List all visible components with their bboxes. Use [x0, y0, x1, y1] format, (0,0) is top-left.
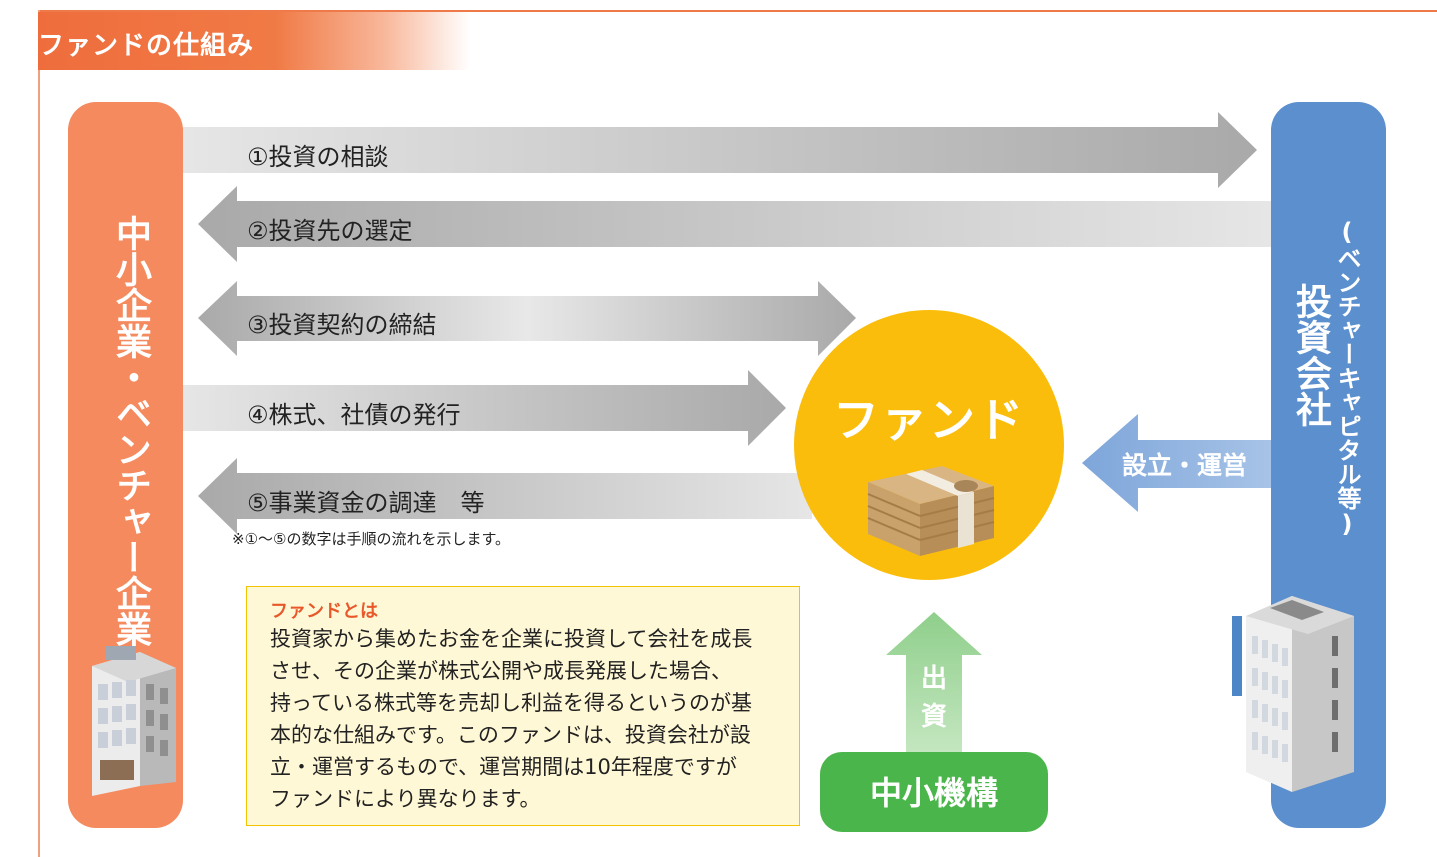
title-rule — [38, 10, 1437, 12]
fund-definition-heading: ファンドとは — [270, 601, 378, 622]
definition-line: 投資家から集めたお金を企業に投資して会社を成長 — [270, 627, 753, 651]
fund-definition-body: 投資家から集めたお金を企業に投資して会社を成長 させ、その企業が株式公開や成長発… — [270, 623, 800, 815]
investment-label: 出資 — [920, 664, 947, 732]
sme-building-icon — [92, 646, 176, 796]
vc-building-icon — [1232, 596, 1354, 792]
money-bundle-icon — [867, 466, 995, 556]
definition-line: させ、その企業が株式公開や成長発展した場合、 — [270, 659, 732, 683]
vc-label-main: 投資会社 — [1290, 283, 1331, 427]
definition-line: 持っている株式等を売却し利益を得るというのが基 — [270, 691, 752, 715]
setup-arrow — [1082, 414, 1271, 512]
definition-line: 立・運営するもので、運営期間は10年程度ですが — [270, 755, 737, 779]
sme-label: 中小企業・ベンチャー企業 — [110, 215, 151, 647]
investment-arrow — [886, 612, 982, 752]
arrow-label-4: ④株式、社債の発行 — [247, 401, 461, 429]
page-title: ファンドの仕組み — [38, 31, 255, 61]
title-bar: ファンドの仕組み — [38, 12, 470, 70]
arrow-label-2: ②投資先の選定 — [247, 217, 413, 245]
arrow-label-3: ③投資契約の締結 — [247, 311, 437, 339]
setup-label: 設立・運営 — [1122, 451, 1248, 480]
arrow-label-5: ⑤事業資金の調達 等 — [247, 489, 485, 517]
fund-label: ファンド — [833, 393, 1025, 447]
arrow-2 — [198, 186, 1271, 262]
arrow-3 — [198, 281, 856, 356]
definition-line: ファンドにより異なります。 — [270, 787, 541, 811]
smrj-box — [820, 752, 1048, 832]
arrow-label-1: ①投資の相談 — [247, 143, 389, 171]
frame-left-rule — [38, 10, 40, 857]
arrow-1 — [183, 112, 1257, 188]
vc-label-sub: (ベンチャーキャピタル等) — [1333, 218, 1361, 538]
arrow-4 — [183, 370, 786, 446]
arrow-5 — [198, 458, 812, 534]
smrj-label: 中小機構 — [869, 774, 998, 812]
step-note: ※①～⑤の数字は手順の流れを示します。 — [232, 530, 510, 548]
definition-line: 本的な仕組みです。このファンドは、投資会社が設 — [270, 723, 751, 747]
fund-definition-box — [246, 586, 800, 826]
